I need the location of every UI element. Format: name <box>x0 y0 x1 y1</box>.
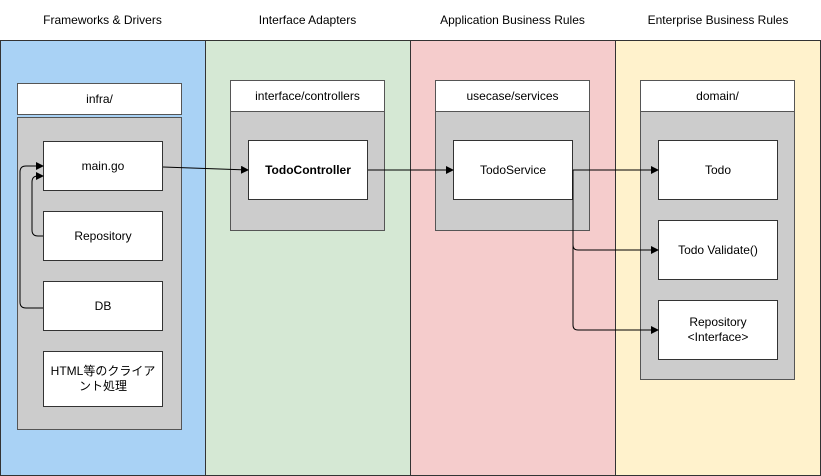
layer-title-frameworks: Frameworks & Drivers <box>43 13 162 27</box>
group-title-services: usecase/services <box>435 80 590 112</box>
group-title-controllers: interface/controllers <box>230 80 385 112</box>
node-html-client[interactable]: HTML等のクライアント処理 <box>43 351 163 407</box>
group-title-domain: domain/ <box>640 80 795 112</box>
node-repository-interface[interactable]: Repository <Interface> <box>658 300 778 360</box>
node-main-go[interactable]: main.go <box>43 141 163 191</box>
layer-title-enterprise: Enterprise Business Rules <box>647 13 789 27</box>
node-todo-validate[interactable]: Todo Validate() <box>658 220 778 280</box>
group-title-infra: infra/ <box>17 83 182 115</box>
node-todo[interactable]: Todo <box>658 140 778 200</box>
node-todo-service[interactable]: TodoService <box>453 140 573 200</box>
node-todo-controller[interactable]: TodoController <box>248 140 368 200</box>
node-infra-repository[interactable]: Repository <box>43 211 163 261</box>
layer-title-adapters: Interface Adapters <box>258 13 357 27</box>
layer-title-application: Application Business Rules <box>440 13 585 27</box>
node-repository-interface-line1: Repository <box>689 315 747 329</box>
node-db[interactable]: DB <box>43 281 163 331</box>
node-repository-interface-line2: <Interface> <box>687 330 749 344</box>
